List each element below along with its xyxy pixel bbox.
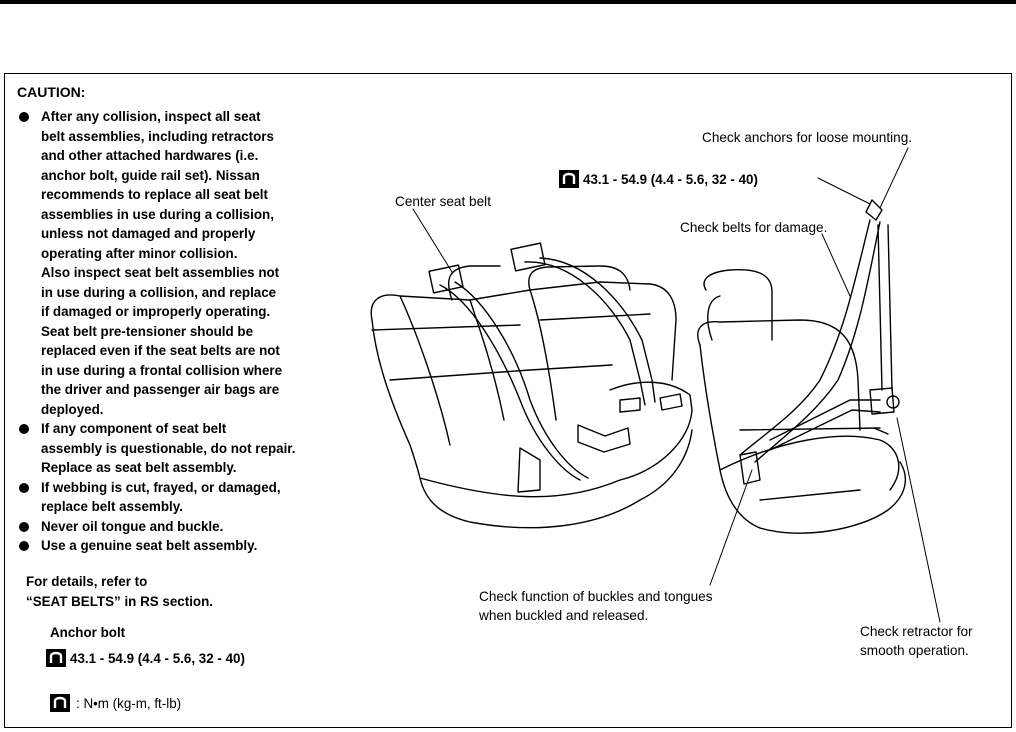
- callout-line: Check function of buckles and tongues: [479, 589, 713, 604]
- torque-legend: : N•m (kg-m, ft-lb): [50, 694, 181, 712]
- caution-line: replaced even if the seat belts are not: [41, 343, 280, 358]
- caution-line: anchor bolt, guide rail set). Nissan: [41, 167, 260, 183]
- details-line: For details, refer to: [26, 574, 148, 589]
- legend-text: : N•m (kg-m, ft-lb): [76, 695, 182, 711]
- top-rule: [0, 0, 1016, 4]
- figure-frame: [4, 73, 1012, 728]
- caution-line: If any component of seat belt: [41, 421, 227, 436]
- bullet-icon: [19, 424, 29, 434]
- front-seat: [697, 269, 907, 534]
- callout-line: when buckled and released.: [479, 608, 649, 623]
- caution-line: unless not damaged and properly: [41, 226, 256, 241]
- caution-item: Use a genuine seat belt assembly.: [17, 536, 362, 556]
- bullet-icon: [19, 541, 29, 551]
- caution-line: deployed.: [41, 401, 104, 417]
- torque-wrench-icon: [559, 170, 579, 188]
- caution-line: assembly is questionable, do not repair.: [41, 440, 296, 456]
- caution-line: if damaged or improperly operating.: [41, 304, 271, 319]
- leader-lines: [412, 147, 941, 623]
- bullet-icon: [19, 482, 29, 493]
- callout-buckles: Check function of buckles and tongues wh…: [479, 587, 713, 625]
- caution-line: assemblies in use during a collision,: [41, 206, 274, 222]
- anchor-bolt-title: Anchor bolt: [50, 625, 126, 640]
- bullet-icon: [19, 521, 29, 532]
- upper-anchor-torque: 43.1 - 54.9 (4.4 - 5.6, 32 - 40): [559, 170, 758, 188]
- front-seat-belt: [739, 199, 900, 485]
- bullet-icon: [19, 112, 29, 122]
- torque-value: 43.1 - 54.9 (4.4 - 5.6, 32 - 40): [70, 650, 245, 666]
- callout-line: smooth operation.: [860, 643, 969, 658]
- details-reference: For details, refer to “SEAT BELTS” in RS…: [26, 572, 213, 612]
- anchor-bolt-torque: 43.1 - 54.9 (4.4 - 5.6, 32 - 40): [46, 649, 245, 667]
- caution-line: Seat belt pre-tensioner should be: [41, 323, 254, 339]
- caution-line: If webbing is cut, frayed, or damaged,: [41, 479, 281, 495]
- caution-line: After any collision, inspect all seat: [41, 109, 261, 124]
- callout-retractor: Check retractor for smooth operation.: [860, 622, 973, 660]
- caution-item: If webbing is cut, frayed, or damaged, r…: [17, 478, 362, 517]
- torque-wrench-icon: [50, 694, 70, 712]
- rear-bench-seat: [370, 265, 693, 529]
- caution-line: in use during a frontal collision where: [41, 362, 283, 378]
- details-line: “SEAT BELTS” in RS section.: [26, 594, 213, 609]
- caution-line: operating after minor collision.: [41, 245, 238, 261]
- caution-line: Never oil tongue and buckle.: [41, 518, 224, 534]
- caution-line: the driver and passenger air bags are: [41, 382, 280, 397]
- caution-item: If any component of seat belt assembly i…: [17, 419, 362, 478]
- torque-value: 43.1 - 54.9 (4.4 - 5.6, 32 - 40): [583, 171, 758, 187]
- caution-line: and other attached hardwares (i.e.: [41, 148, 259, 163]
- caution-line: in use during a collision, and replace: [41, 284, 277, 300]
- torque-wrench-icon: [46, 649, 66, 667]
- caution-item: Never oil tongue and buckle.: [17, 517, 362, 537]
- callout-line: Check retractor for: [860, 624, 973, 639]
- rear-seat-belts: [428, 242, 683, 493]
- caution-line: Replace as seat belt assembly.: [41, 460, 237, 475]
- callout-belts-damage: Check belts for damage.: [680, 220, 828, 235]
- caution-line: Use a genuine seat belt assembly.: [41, 538, 258, 553]
- caution-line: recommends to replace all seat belt: [41, 187, 268, 202]
- caution-item: After any collision, inspect all seat be…: [17, 107, 362, 419]
- caution-list: After any collision, inspect all seat be…: [17, 107, 362, 556]
- callout-center-belt: Center seat belt: [395, 194, 491, 209]
- caution-line: Also inspect seat belt assemblies not: [41, 265, 280, 280]
- caution-line: belt assemblies, including retractors: [41, 128, 274, 144]
- caution-line: replace belt assembly.: [41, 499, 183, 514]
- caution-title: CAUTION:: [17, 84, 86, 100]
- callout-anchors: Check anchors for loose mounting.: [702, 130, 913, 145]
